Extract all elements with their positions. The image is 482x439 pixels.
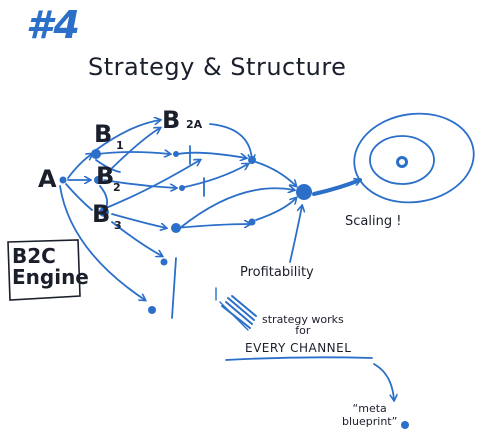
dot-4 [160, 258, 168, 266]
arrow-b2-dot [103, 179, 176, 188]
arrow-a-bottom [59, 185, 145, 300]
every-channel-label: EVERY CHANNEL [245, 341, 352, 355]
profitability-label: Profitability [240, 265, 314, 280]
arrow-to-center-2 [179, 188, 294, 229]
node-b2-subscript: 2 [113, 181, 121, 194]
target-mid [369, 135, 435, 185]
arrow-b3-low [111, 221, 162, 256]
page-title: Strategy & Structure [88, 53, 347, 81]
arrow-b1-down [95, 159, 121, 173]
arrow-dot-right [177, 151, 246, 158]
dot-7 [148, 306, 156, 314]
arrow-mid-up [179, 164, 248, 189]
scaling-arrow [312, 180, 360, 196]
scaling-label: Scaling ! [345, 214, 402, 229]
dot-5 [248, 156, 256, 164]
arrow-b2a-right [209, 123, 252, 160]
every-underline [225, 356, 373, 361]
arrow-b3-mid [111, 213, 166, 228]
meta-blueprint-label: “meta blueprint” [342, 402, 398, 428]
arrow-mid-low [175, 224, 250, 229]
target-inner-dot [399, 159, 405, 165]
arrow-to-center-1 [255, 161, 296, 186]
arrow-b1-dot [97, 152, 170, 154]
node-a-dot [59, 176, 67, 184]
arrow-to-center-3 [255, 198, 296, 221]
node-b1-subscript: 1 [116, 139, 124, 152]
target-outer [353, 112, 475, 204]
arrow-b3-up [105, 160, 200, 209]
strategy-works-label: strategy works for [262, 313, 344, 337]
dot-2 [179, 185, 185, 191]
dot-3 [171, 223, 181, 233]
meta-dot [401, 421, 409, 429]
engine-box [7, 239, 81, 301]
node-b2-dot [94, 176, 102, 184]
arrow-profit-up [289, 206, 302, 263]
dot-6 [248, 218, 256, 226]
arrow-b2-b3 [99, 185, 109, 209]
arrow-b2-b2a [103, 128, 160, 177]
section-number: #4 [26, 3, 81, 47]
arrow-a-b3 [65, 183, 93, 211]
b2c-engine-label: B2C Engine [12, 244, 89, 289]
node-b3-dot [99, 207, 109, 217]
node-b3-subscript: 3 [114, 219, 122, 232]
central-node [296, 184, 312, 200]
node-b1-dot [91, 149, 101, 159]
meta-pointer [373, 363, 394, 400]
dot-1 [173, 151, 179, 157]
node-a-label: A [38, 165, 57, 193]
arrow-b1-b2a [95, 120, 160, 151]
arrow-a-b1 [67, 154, 92, 179]
node-b2a-subscript: 2A [186, 118, 203, 131]
